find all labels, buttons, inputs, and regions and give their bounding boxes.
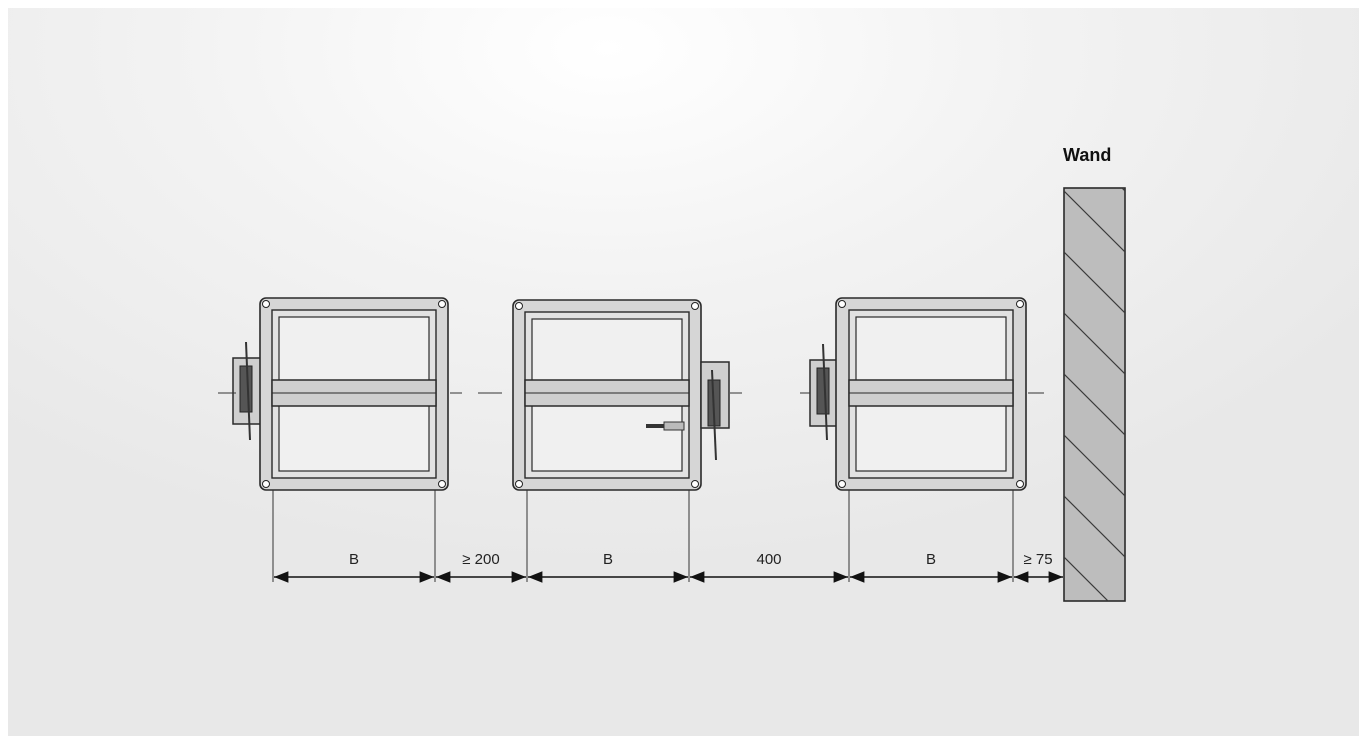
dimension-label-gap-wall: ≥ 75	[1023, 551, 1052, 568]
damper-unit-2	[512, 299, 730, 491]
damper-actuator-right	[646, 361, 730, 461]
dimension-label-gap-2: 400	[756, 551, 781, 568]
damper-unit-1	[232, 297, 449, 491]
damper-unit-3	[809, 297, 1027, 491]
wall-label: Wand	[1063, 145, 1111, 165]
dimension-label-width-1: B	[349, 551, 359, 568]
dimension-label-width-2: B	[603, 551, 613, 568]
dimension-label-gap-1: ≥ 200	[462, 551, 499, 568]
extension-lines	[272, 490, 1014, 582]
wall	[1063, 187, 1126, 602]
dimension-label-width-3: B	[926, 551, 936, 568]
